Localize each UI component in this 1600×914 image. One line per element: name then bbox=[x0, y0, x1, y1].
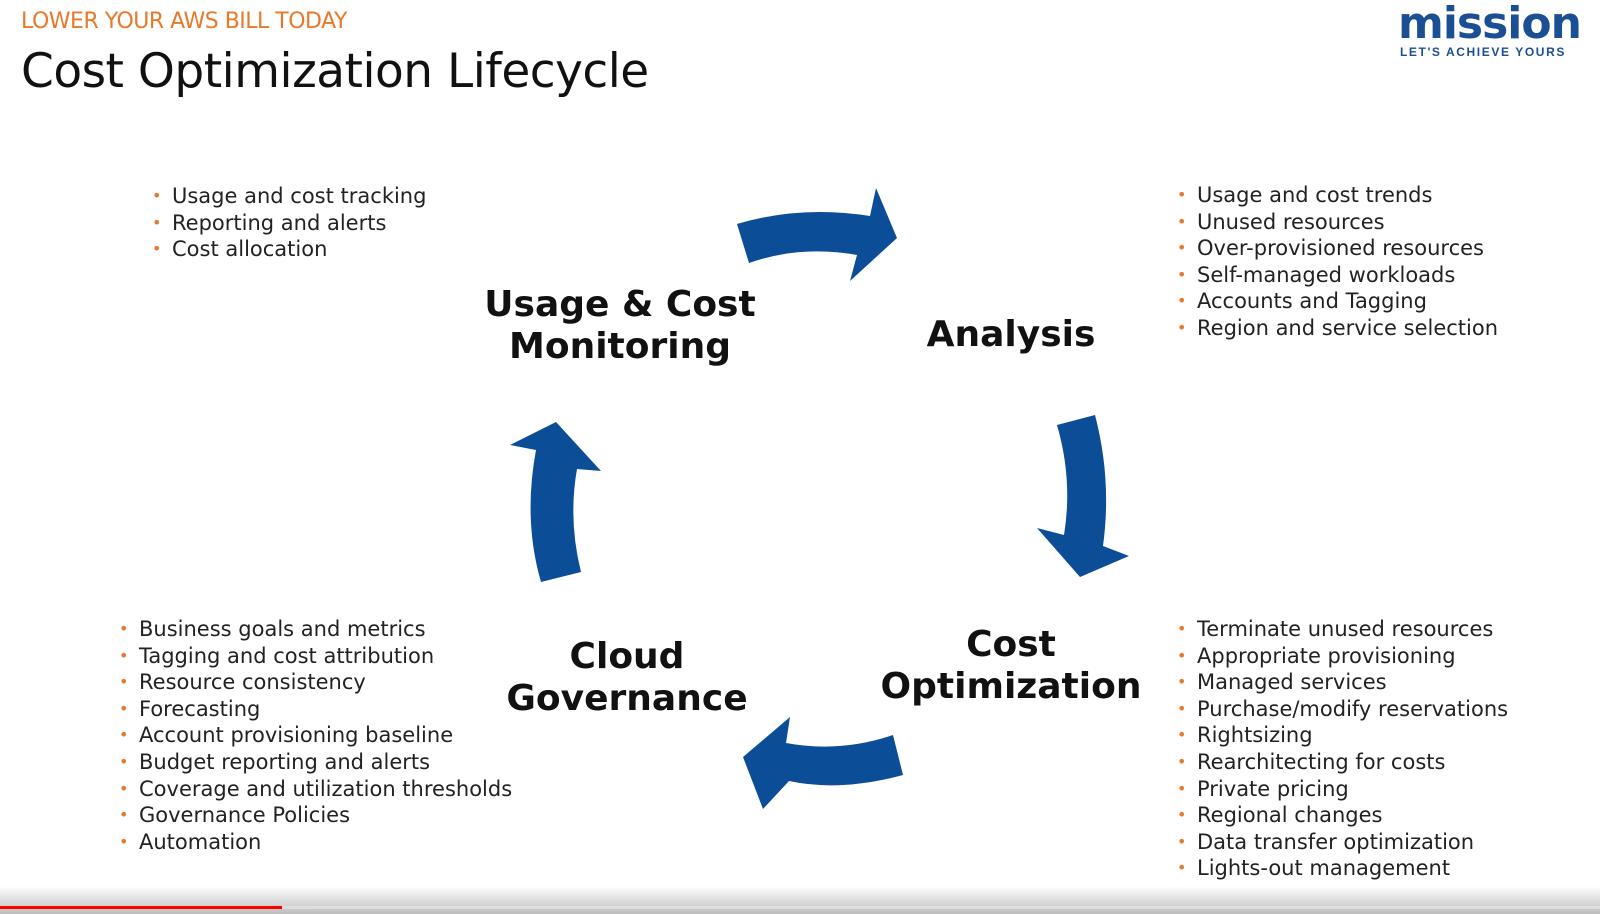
bullet-item: Purchase/modify reservations bbox=[1177, 696, 1508, 723]
slide-title: Cost Optimization Lifecycle bbox=[21, 44, 649, 99]
bullet-item: Regional changes bbox=[1177, 802, 1508, 829]
stage-label-governance: Cloud Governance bbox=[506, 636, 747, 720]
bullet-item: Cost allocation bbox=[152, 236, 426, 263]
bullet-item: Business goals and metrics bbox=[119, 616, 512, 643]
governance-bullets: Business goals and metricsTagging and co… bbox=[119, 616, 512, 855]
bullet-item: Self-managed workloads bbox=[1177, 262, 1498, 289]
logo-word: mission bbox=[1398, 0, 1582, 49]
bullet-item: Terminate unused resources bbox=[1177, 616, 1508, 643]
bullet-item: Resource consistency bbox=[119, 669, 512, 696]
arrow-down-icon bbox=[1037, 415, 1129, 577]
bullet-item: Budget reporting and alerts bbox=[119, 749, 512, 776]
arrow-left-icon bbox=[743, 717, 903, 809]
stage-label-line: Usage & Cost bbox=[484, 284, 756, 325]
video-controls-gradient bbox=[0, 886, 1600, 914]
video-progress-bar[interactable] bbox=[0, 906, 1600, 909]
bullet-item: Private pricing bbox=[1177, 776, 1508, 803]
bullet-item: Governance Policies bbox=[119, 802, 512, 829]
bullet-item: Region and service selection bbox=[1177, 315, 1498, 342]
bullet-item: Account provisioning baseline bbox=[119, 722, 512, 749]
bullet-item: Accounts and Tagging bbox=[1177, 288, 1498, 315]
stage-label-monitoring: Usage & Cost Monitoring bbox=[484, 284, 755, 368]
stage-label-line: Cost bbox=[966, 624, 1056, 665]
bullet-item: Usage and cost tracking bbox=[152, 183, 426, 210]
bullet-item: Managed services bbox=[1177, 669, 1508, 696]
optimization-bullets: Terminate unused resourcesAppropriate pr… bbox=[1177, 616, 1508, 882]
bullet-item: Lights-out management bbox=[1177, 855, 1508, 882]
bullet-item: Unused resources bbox=[1177, 209, 1498, 236]
stage-label-optimization: Cost Optimization bbox=[881, 624, 1142, 708]
stage-label-line: Cloud bbox=[569, 636, 685, 677]
bullet-item: Rearchitecting for costs bbox=[1177, 749, 1508, 776]
arrow-up-icon bbox=[510, 422, 601, 582]
bullet-item: Coverage and utilization thresholds bbox=[119, 776, 512, 803]
bullet-item: Data transfer optimization bbox=[1177, 829, 1508, 856]
bullet-item: Reporting and alerts bbox=[152, 210, 426, 237]
bullet-item: Forecasting bbox=[119, 696, 512, 723]
arrow-right-icon bbox=[737, 188, 897, 281]
slide-kicker: LOWER YOUR AWS BILL TODAY bbox=[21, 9, 347, 34]
monitoring-bullets: Usage and cost trackingReporting and ale… bbox=[152, 183, 426, 263]
bullet-item: Automation bbox=[119, 829, 512, 856]
bullet-item: Appropriate provisioning bbox=[1177, 643, 1508, 670]
stage-label-line: Optimization bbox=[880, 666, 1142, 707]
bullet-item: Tagging and cost attribution bbox=[119, 643, 512, 670]
bullet-item: Over-provisioned resources bbox=[1177, 235, 1498, 262]
logo-tagline: LET'S ACHIEVE YOURS bbox=[1400, 45, 1566, 59]
video-played-bar[interactable] bbox=[0, 906, 282, 909]
stage-label-analysis: Analysis bbox=[927, 314, 1096, 356]
stage-label-line: Monitoring bbox=[509, 326, 731, 367]
analysis-bullets: Usage and cost trendsUnused resourcesOve… bbox=[1177, 182, 1498, 342]
bullet-item: Usage and cost trends bbox=[1177, 182, 1498, 209]
bullet-item: Rightsizing bbox=[1177, 722, 1508, 749]
stage-label-line: Analysis bbox=[926, 314, 1096, 355]
stage-label-line: Governance bbox=[506, 678, 748, 719]
mission-logo: mission LET'S ACHIEVE YOURS bbox=[1398, 0, 1582, 64]
